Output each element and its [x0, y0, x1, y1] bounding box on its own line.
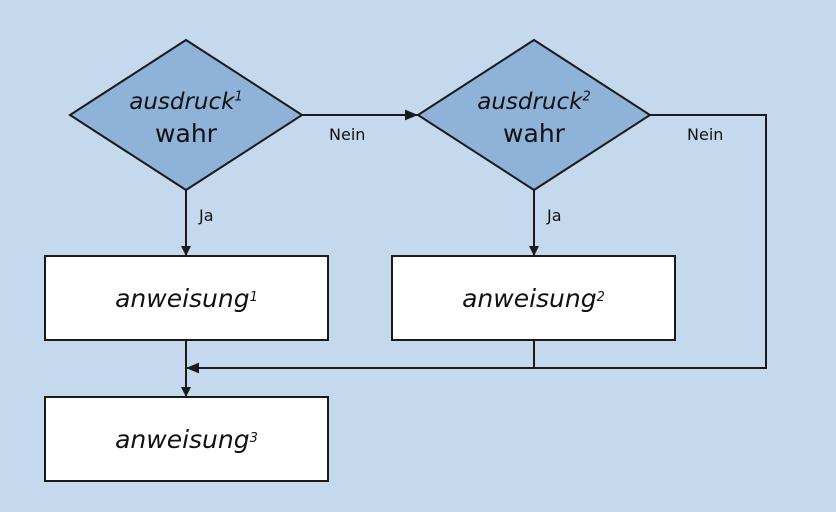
- edge-label-yes2: Ja: [547, 206, 562, 225]
- decision1-label: ausdruck1 wahr: [129, 89, 243, 148]
- edge-label-yes1: Ja: [199, 206, 214, 225]
- decision2-label: ausdruck2 wahr: [477, 89, 591, 148]
- edge-label-no2: Nein: [687, 125, 724, 144]
- arrow-no2-merge: [186, 114, 767, 374]
- stmt2-box: [391, 255, 676, 341]
- edge-label-no1: Nein: [329, 125, 366, 144]
- stmt3-box: [44, 396, 329, 482]
